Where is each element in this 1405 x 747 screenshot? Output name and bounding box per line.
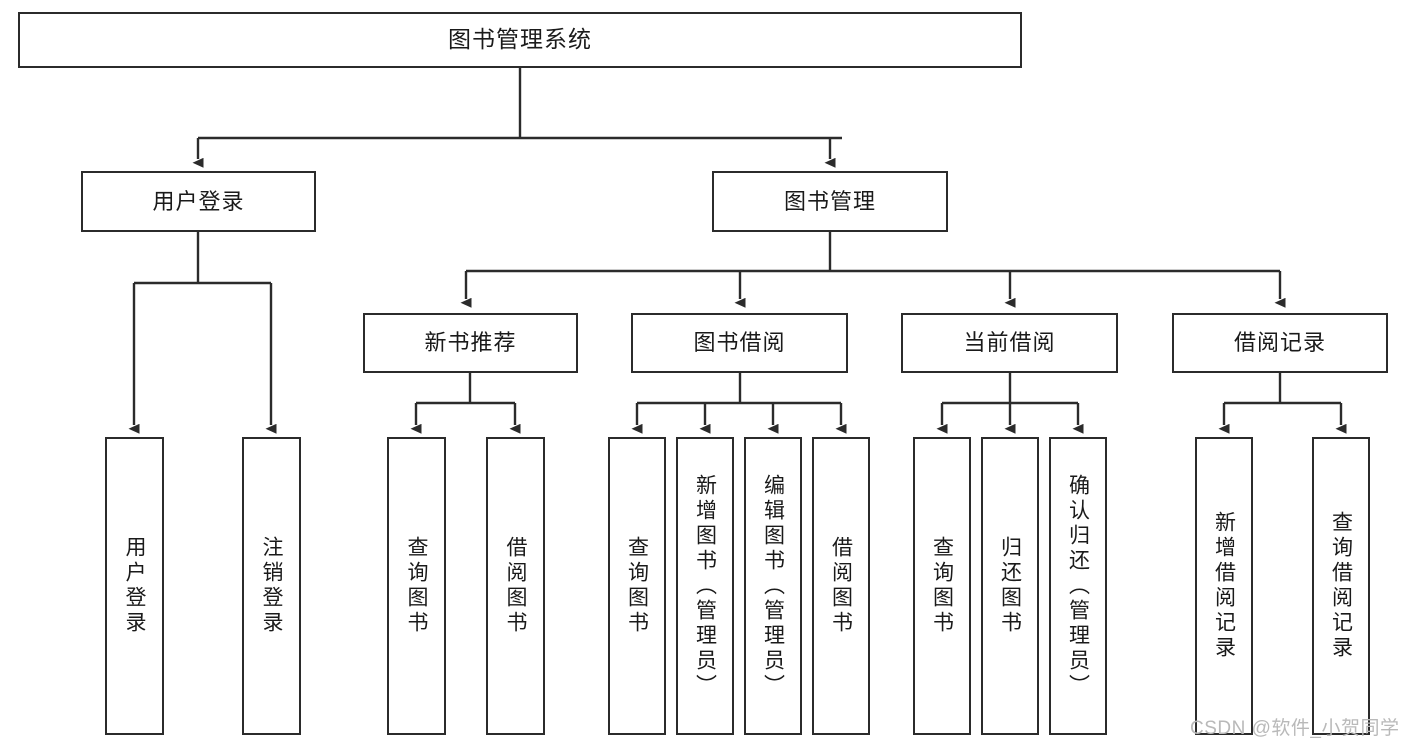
node-new-book-recommend[interactable]: 新书推荐 xyxy=(363,313,578,373)
node-root-label: 图书管理系统 xyxy=(448,26,592,53)
node-leaf-user-login[interactable]: 用户登录 xyxy=(105,437,164,735)
node-new-book-recommend-label: 新书推荐 xyxy=(424,330,517,356)
node-leaf-add-book-label: 新增图书（管理员） xyxy=(693,473,717,699)
node-leaf-add-borrow-record[interactable]: 新增借阅记录 xyxy=(1195,437,1253,735)
node-current-borrow-label: 当前借阅 xyxy=(963,330,1056,356)
node-root[interactable]: 图书管理系统 xyxy=(18,12,1022,68)
node-leaf-query-book-2[interactable]: 查询图书 xyxy=(608,437,666,735)
node-leaf-query-book-3[interactable]: 查询图书 xyxy=(913,437,971,735)
node-leaf-add-book[interactable]: 新增图书（管理员） xyxy=(676,437,734,735)
node-book-management-label: 图书管理 xyxy=(783,188,876,214)
node-leaf-add-borrow-record-label: 新增借阅记录 xyxy=(1212,511,1236,661)
node-borrow-record[interactable]: 借阅记录 xyxy=(1172,313,1388,373)
node-leaf-user-login-label: 用户登录 xyxy=(123,536,146,636)
node-leaf-borrow-book-1-label: 借阅图书 xyxy=(504,536,527,636)
csdn-watermark: CSDN @软件_小贺同学 xyxy=(1190,718,1400,739)
node-book-borrow-label: 图书借阅 xyxy=(693,330,786,356)
node-borrow-record-label: 借阅记录 xyxy=(1233,330,1326,356)
node-leaf-confirm-return-label: 确认归还（管理员） xyxy=(1066,473,1090,699)
node-book-borrow[interactable]: 图书借阅 xyxy=(631,313,848,373)
node-leaf-borrow-book-1[interactable]: 借阅图书 xyxy=(486,437,545,735)
node-leaf-logout-login-label: 注销登录 xyxy=(260,536,283,636)
node-leaf-query-book-3-label: 查询图书 xyxy=(930,536,954,636)
node-leaf-return-book[interactable]: 归还图书 xyxy=(981,437,1039,735)
node-leaf-return-book-label: 归还图书 xyxy=(998,536,1022,636)
node-leaf-query-book-1[interactable]: 查询图书 xyxy=(387,437,446,735)
node-leaf-query-borrow-record[interactable]: 查询借阅记录 xyxy=(1312,437,1370,735)
node-current-borrow[interactable]: 当前借阅 xyxy=(901,313,1118,373)
node-leaf-query-book-2-label: 查询图书 xyxy=(625,536,649,636)
node-user-login-label: 用户登录 xyxy=(152,188,245,214)
node-user-login[interactable]: 用户登录 xyxy=(81,171,316,232)
node-leaf-confirm-return[interactable]: 确认归还（管理员） xyxy=(1049,437,1107,735)
node-leaf-borrow-book-2[interactable]: 借阅图书 xyxy=(812,437,870,735)
node-book-management[interactable]: 图书管理 xyxy=(712,171,948,232)
node-leaf-borrow-book-2-label: 借阅图书 xyxy=(829,536,853,636)
node-leaf-query-book-1-label: 查询图书 xyxy=(405,536,428,636)
node-leaf-edit-book-label: 编辑图书（管理员） xyxy=(761,473,785,699)
node-leaf-logout-login[interactable]: 注销登录 xyxy=(242,437,301,735)
node-leaf-query-borrow-record-label: 查询借阅记录 xyxy=(1329,511,1353,661)
node-leaf-edit-book[interactable]: 编辑图书（管理员） xyxy=(744,437,802,735)
